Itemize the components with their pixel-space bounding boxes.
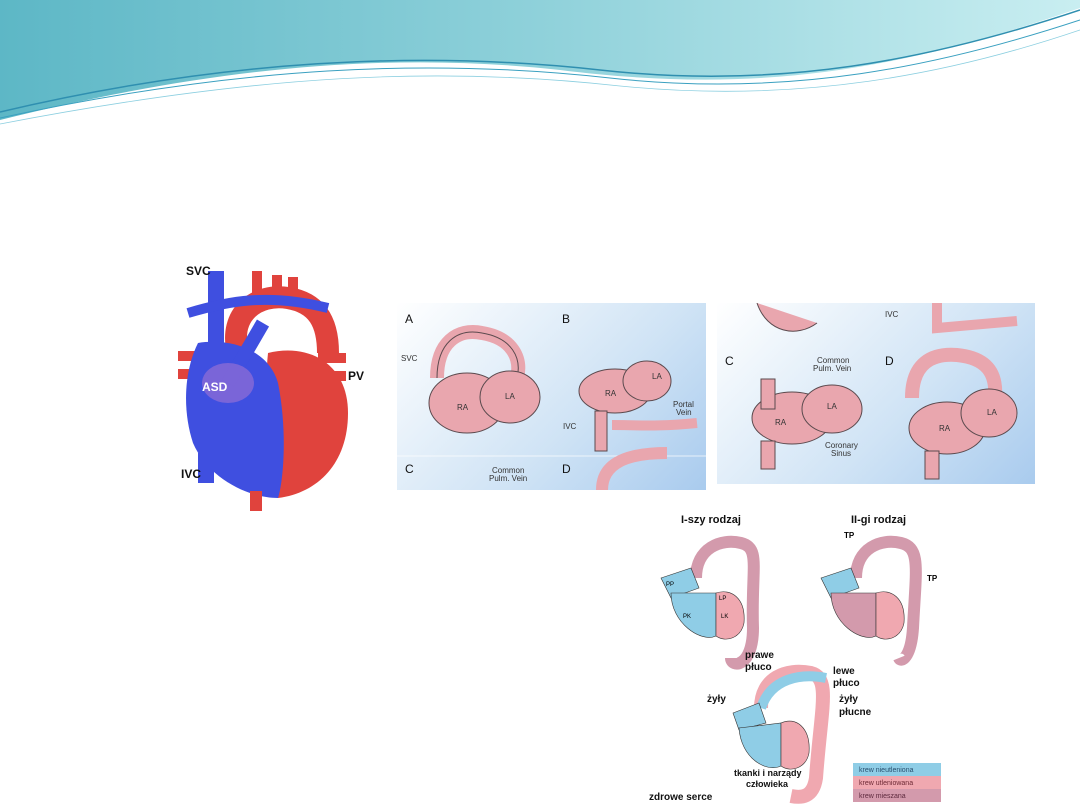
tp-label: TP: [844, 531, 855, 540]
lp-label: LP: [719, 596, 726, 602]
tissues-label: tkanki i narządy: [734, 768, 802, 778]
right-lung-label: prawe: [745, 650, 774, 661]
panel-c-letter: C: [405, 462, 414, 476]
common-pulm-vein-label: Pulm. Vein: [813, 364, 851, 373]
la-label: LA: [827, 402, 837, 411]
sinus-venosus-diagram-cd: C D IVC Common Pulm. Vein LA RA Coronary…: [717, 303, 1035, 484]
legend-label: krew nieutleniona: [859, 767, 914, 774]
left-lung-label: lewe: [833, 666, 855, 677]
ra-label: RA: [605, 389, 617, 398]
ivc-label: IVC: [181, 467, 201, 481]
panel-d-letter: D: [885, 354, 894, 368]
pulm-veins-label: płucne: [839, 707, 872, 718]
blood-legend: krew nieutleniona krew utleniowana krew …: [853, 763, 941, 802]
ra-label: RA: [457, 403, 469, 412]
sinus-venosus-diagram-ab: A B C D SVC RA LA RA LA Portal Vein IVC …: [397, 303, 706, 490]
panel-a-letter: A: [405, 312, 413, 326]
ivc-label: IVC: [885, 310, 899, 319]
heart-asd-diagram: SVC PV ASD IVC: [168, 253, 374, 520]
pk-label: PK: [683, 614, 691, 620]
ra-label: RA: [939, 424, 951, 433]
ra-label: RA: [775, 418, 787, 427]
healthy-heart-caption: zdrowe serce: [649, 792, 713, 803]
panel-c-letter: C: [725, 354, 734, 368]
veins-label: żyły: [707, 694, 726, 705]
legend-label: krew utleniowana: [859, 780, 913, 787]
type2-title: II-gi rodzaj: [851, 514, 906, 526]
right-lung-label: płuco: [745, 662, 772, 673]
legend-label: krew mieszana: [859, 793, 906, 800]
tissues-label: człowieka: [746, 779, 789, 789]
svc-label: SVC: [401, 354, 418, 363]
pp-label: PP: [666, 582, 674, 588]
lk-label: LK: [721, 614, 728, 620]
pda-types-diagram: I-szy rodzaj II-gi rodzaj PP LP PK LK TP…: [641, 508, 946, 806]
header-wave-banner: [0, 0, 1080, 130]
la-label: LA: [652, 372, 662, 381]
coronary-sinus-label: Sinus: [831, 449, 851, 458]
panel-d-letter: D: [562, 462, 571, 476]
portal-vein-label: Vein: [676, 408, 692, 417]
la-label: LA: [987, 408, 997, 417]
left-lung-label: płuco: [833, 678, 860, 689]
legend-swatch-deoxygenated: [853, 763, 941, 776]
legend-swatch-oxygenated: [853, 776, 941, 789]
panel-b-letter: B: [562, 312, 570, 326]
svc-label: SVC: [186, 264, 211, 278]
pv-label: PV: [348, 369, 364, 383]
tp-label: TP: [927, 574, 938, 583]
common-pulm-vein-label: Pulm. Vein: [489, 474, 527, 483]
pulm-veins-label: żyły: [839, 694, 858, 705]
asd-label: ASD: [202, 380, 228, 394]
portal-vein-label: Portal: [673, 400, 694, 409]
common-pulm-vein-label: Common: [817, 356, 849, 365]
coronary-sinus-label: Coronary: [825, 441, 858, 450]
common-pulm-vein-label: Common: [492, 466, 524, 475]
la-label: LA: [505, 392, 515, 401]
type1-title: I-szy rodzaj: [681, 514, 741, 526]
legend-swatch-mixed: [853, 789, 941, 802]
ivc-label: IVC: [563, 422, 577, 431]
